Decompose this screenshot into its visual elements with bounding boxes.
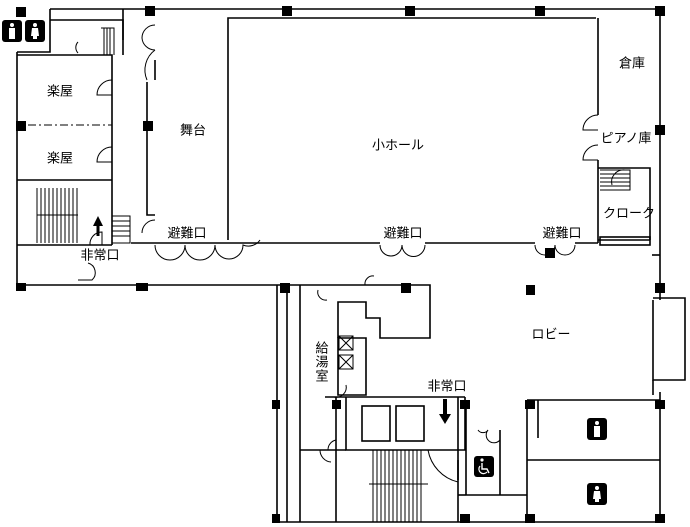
male-toilet-icon <box>587 418 607 440</box>
room-label-small-hall: 小ホール <box>371 138 425 154</box>
walls <box>16 8 686 523</box>
male-toilet-icon <box>2 20 22 42</box>
down-arrow-icon <box>439 399 451 424</box>
room-label-kitchenette: 給湯室 <box>312 341 328 383</box>
pillars <box>16 6 665 523</box>
doors <box>75 24 626 483</box>
room-label-lobby: ロビー <box>531 327 571 343</box>
room-label-dressing-room-2: 楽屋 <box>46 151 74 167</box>
exit-label-evacuation-1: 避難口 <box>167 226 207 242</box>
female-toilet-icon <box>25 20 45 42</box>
stairs <box>36 27 631 522</box>
room-label-piano-storage: ピアノ庫 <box>600 131 652 147</box>
room-label-storage: 倉庫 <box>618 56 646 72</box>
accessible-toilet-icon <box>474 456 494 477</box>
room-label-dressing-room-1: 楽屋 <box>46 84 74 100</box>
equipment-boxes <box>338 335 354 370</box>
exit-label-emergency-2: 非常口 <box>427 379 467 395</box>
room-label-stage: 舞台 <box>179 123 207 139</box>
exit-label-emergency-1: 非常口 <box>80 248 120 264</box>
room-label-cloakroom: クローク <box>602 206 656 222</box>
exit-label-evacuation-3: 避難口 <box>542 226 582 242</box>
exit-label-evacuation-2: 避難口 <box>383 226 423 242</box>
up-arrow-icon <box>93 216 103 236</box>
female-toilet-icon <box>587 483 607 505</box>
